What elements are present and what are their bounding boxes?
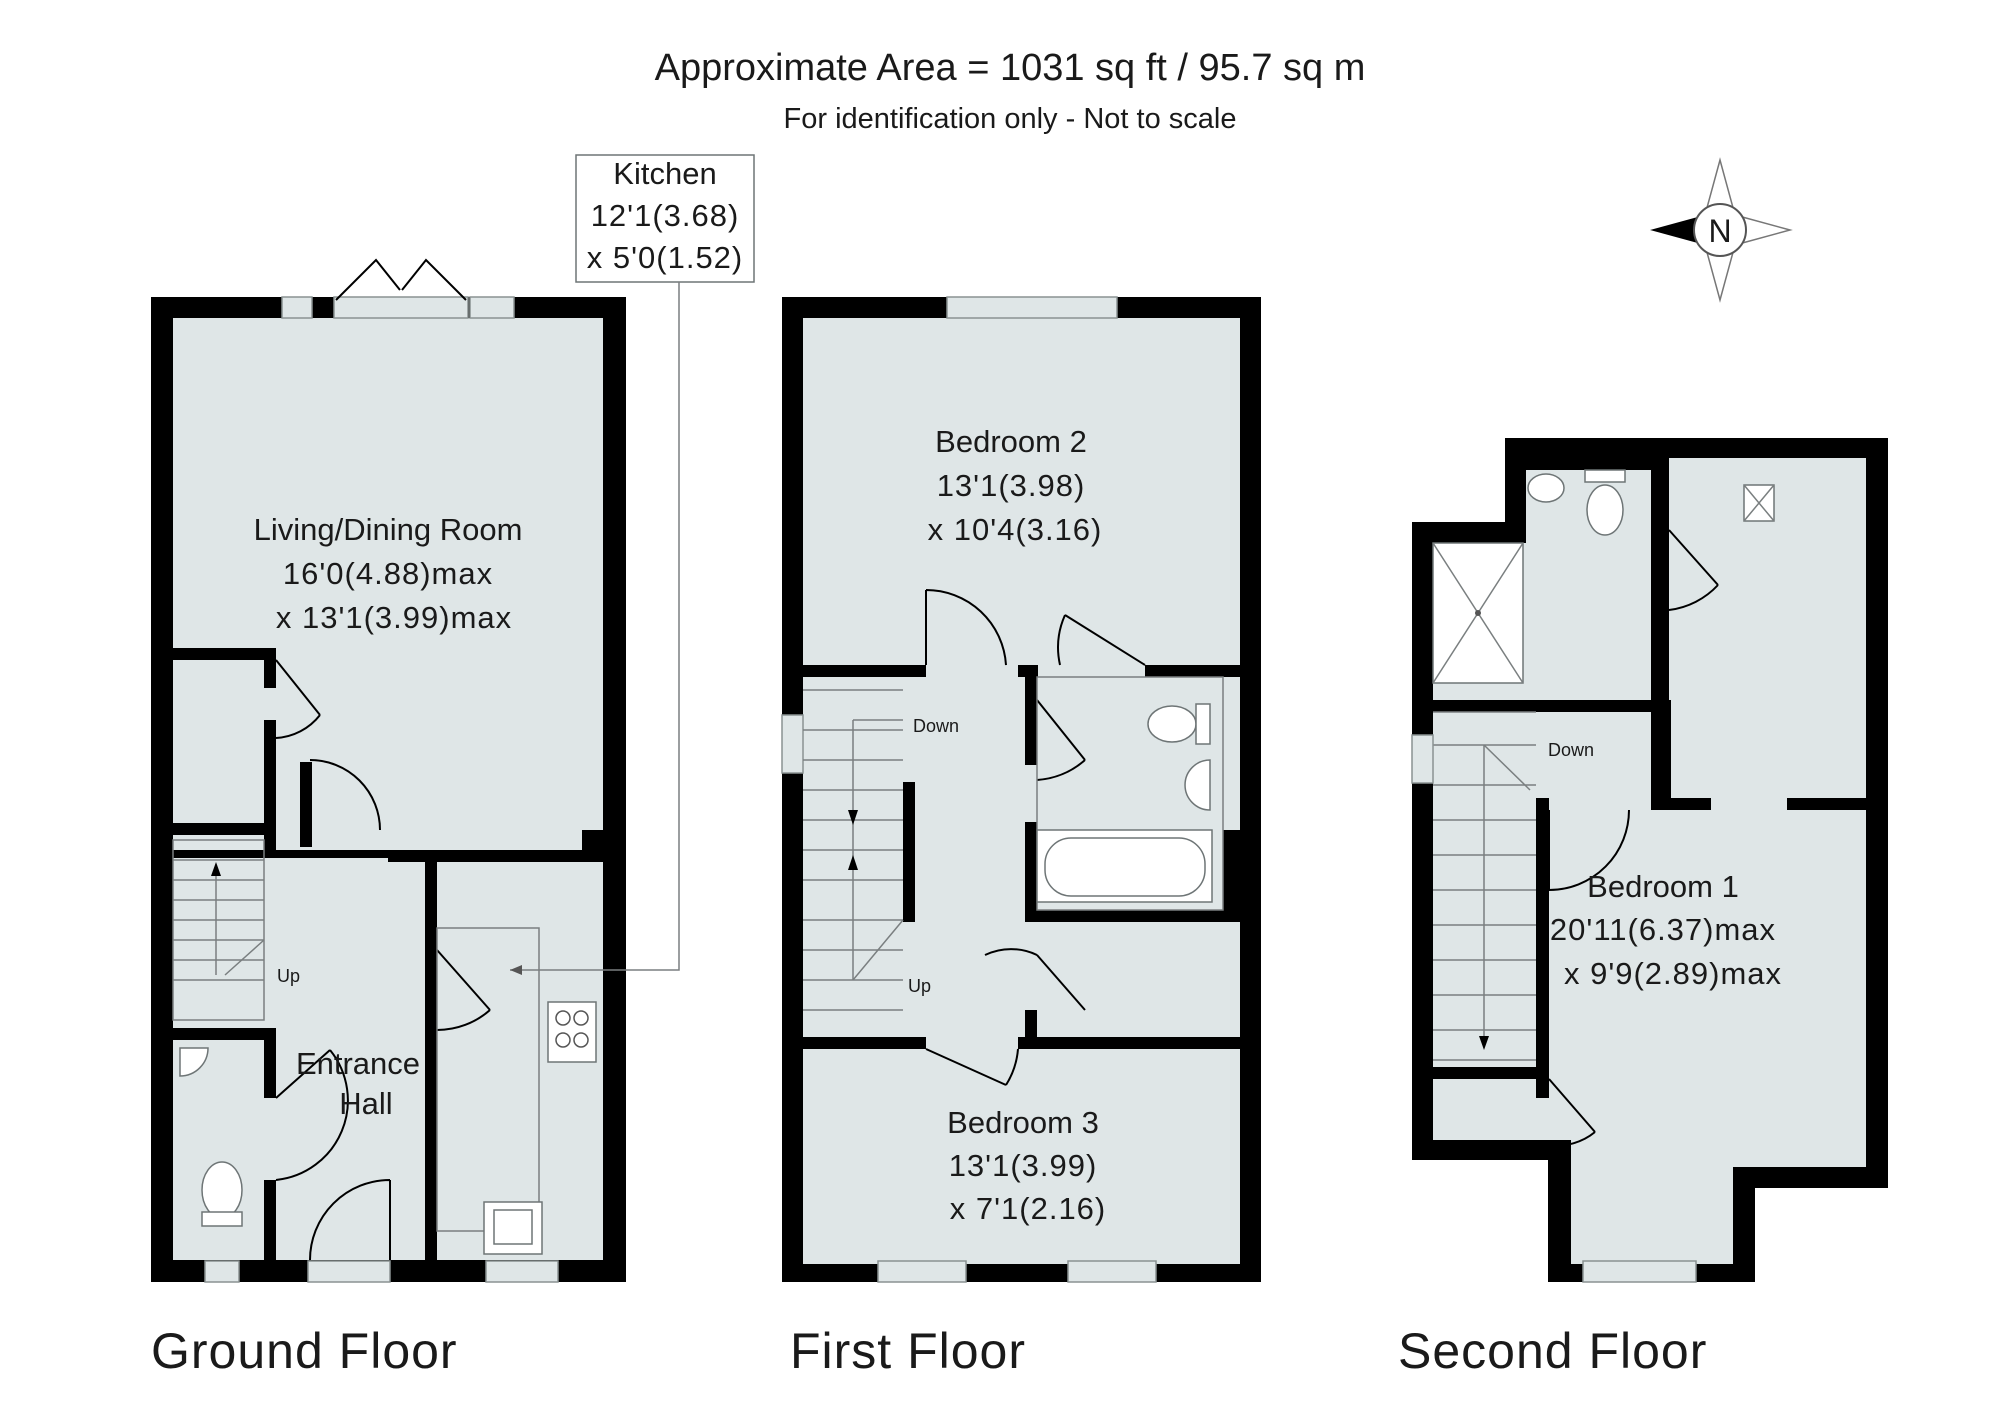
bedroom-3-name: Bedroom 3: [947, 1105, 1099, 1140]
basin-icon: [179, 1047, 209, 1077]
bedroom-2-dim1: 13'1(3.98): [937, 468, 1086, 503]
compass-label: N: [1708, 213, 1731, 249]
plan-title: Approximate Area = 1031 sq ft / 95.7 sq …: [655, 47, 1366, 89]
bedroom-3-dim2: x 7'1(2.16): [950, 1191, 1107, 1226]
first-basin-icon: [1184, 759, 1211, 811]
second-stairs-down-label: Down: [1548, 740, 1594, 760]
living-room-dim2: x 13'1(3.99)max: [276, 600, 512, 635]
first-toilet-icon: [1147, 703, 1211, 745]
bedroom-3-dim1: 13'1(3.99): [949, 1148, 1098, 1183]
first-floor-label: First Floor: [790, 1323, 1026, 1379]
first-floor-plan: Down Up: [781, 296, 1261, 1283]
bedroom-1-name: Bedroom 1: [1587, 869, 1739, 904]
hob-icon: [547, 1001, 597, 1063]
second-floor-plan: Down: [1411, 438, 1888, 1283]
entrance-hall-name-2: Hall: [339, 1086, 392, 1121]
first-stairs-down-label: Down: [913, 716, 959, 736]
living-room-name: Living/Dining Room: [254, 512, 523, 547]
plan-subtitle: For identification only - Not to scale: [784, 103, 1237, 135]
entrance-hall-name-1: Entrance: [296, 1046, 420, 1081]
ground-floor-plan: Up: [151, 154, 755, 1283]
first-stairs-up-label: Up: [908, 976, 931, 996]
roof-light-icon: [1743, 484, 1775, 522]
living-room-dim1: 16'0(4.88)max: [283, 556, 493, 591]
first-stairs: [803, 689, 904, 1011]
bath-icon: [1036, 829, 1213, 903]
bedroom-2-dim2: x 10'4(3.16): [928, 512, 1103, 547]
bedroom-2-name: Bedroom 2: [935, 424, 1087, 459]
second-toilet-icon: [1584, 469, 1626, 536]
second-stairs: [1433, 711, 1536, 1061]
shower-icon: [1432, 542, 1524, 684]
ground-stairs-up-label: Up: [277, 966, 300, 986]
kitchen-dim2: x 5'0(1.52): [587, 240, 744, 275]
kitchen-sink-icon: [483, 1201, 543, 1255]
ground-floor-label: Ground Floor: [151, 1323, 458, 1379]
kitchen-name: Kitchen: [613, 156, 716, 191]
ground-stairs: [173, 859, 265, 981]
bedroom-1-dim2: x 9'9(2.89)max: [1564, 956, 1782, 991]
second-floor-label: Second Floor: [1398, 1323, 1707, 1379]
toilet-icon: [201, 1161, 243, 1227]
kitchen-dim1: 12'1(3.68): [591, 198, 740, 233]
bedroom-1-dim1: 20'11(6.37)max: [1550, 912, 1776, 947]
compass-icon: N: [1650, 157, 1793, 303]
second-basin-icon: [1527, 473, 1565, 503]
